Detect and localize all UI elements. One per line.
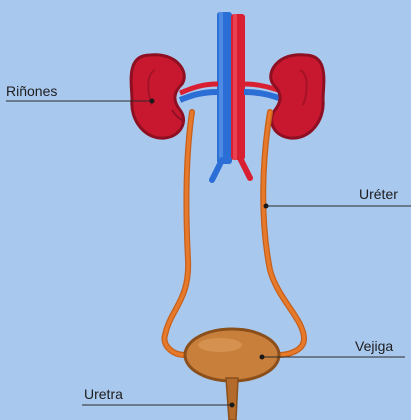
bladder [185, 329, 279, 381]
left-kidney [131, 55, 185, 138]
aorta [231, 14, 245, 160]
urethra [226, 378, 238, 420]
kidneys-label: Riñones [6, 83, 57, 99]
ureter-label: Uréter [359, 186, 398, 202]
vena-cava [217, 12, 232, 164]
bladder-label: Vejiga [355, 338, 393, 354]
right-kidney [271, 55, 324, 138]
urethra-label: Uretra [84, 386, 123, 402]
